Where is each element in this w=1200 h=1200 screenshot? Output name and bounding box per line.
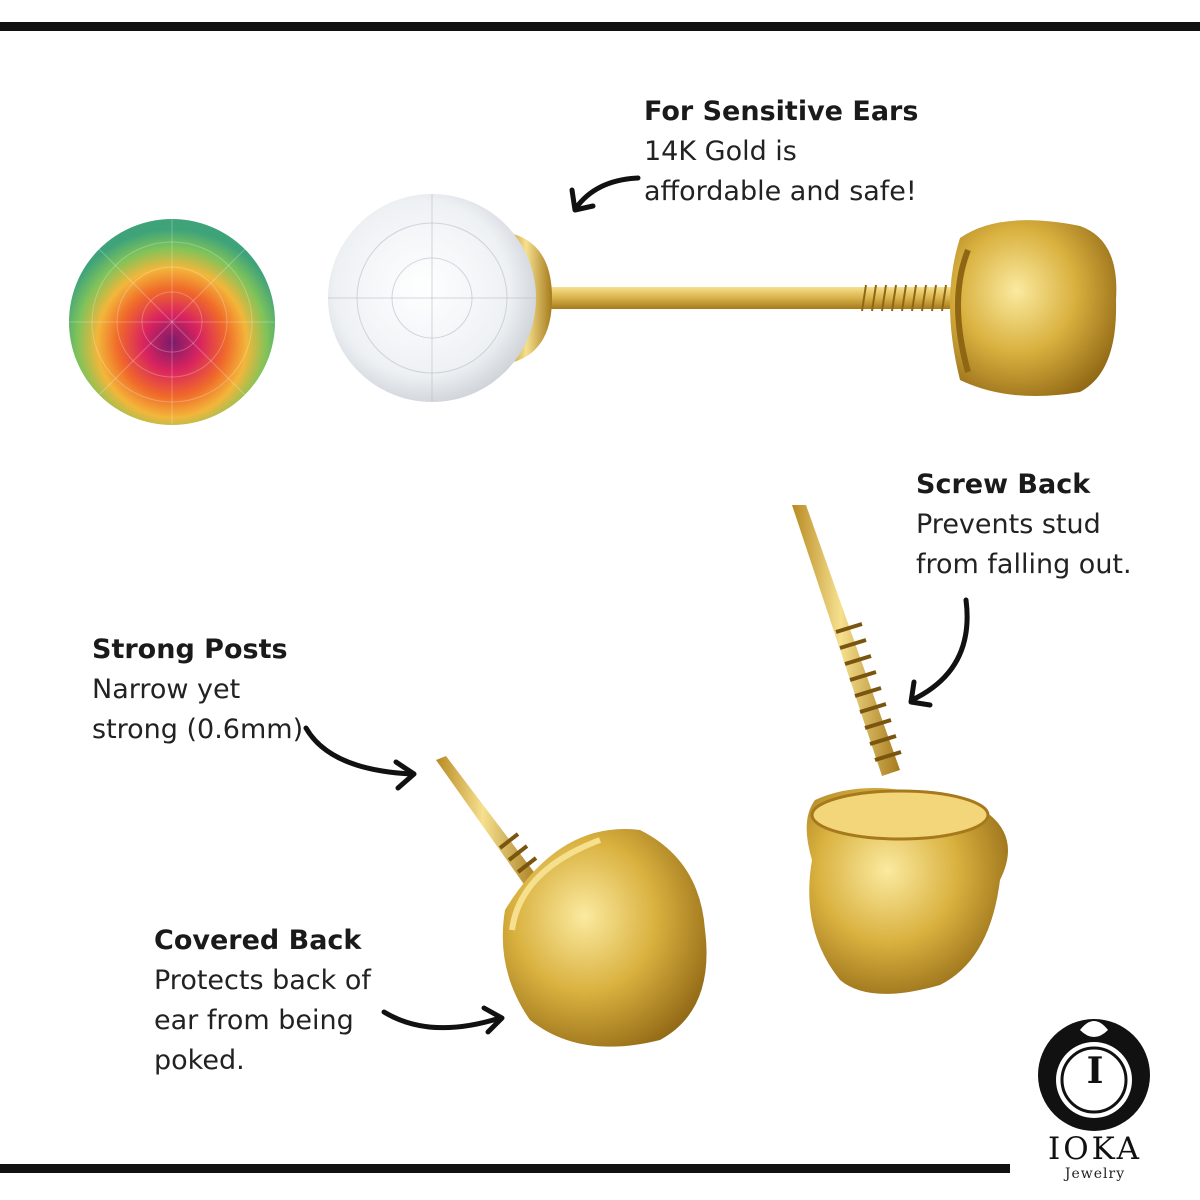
curved-arrow-icon	[569, 175, 641, 213]
screw-post-closeup	[792, 505, 1008, 994]
logo-name: IOKA	[1048, 1131, 1142, 1167]
callout-title: Covered Back	[154, 925, 362, 956]
callout-description: Narrow yet strong (0.6mm)	[92, 674, 304, 745]
curved-arrow-icon	[381, 1005, 505, 1035]
bottom-divider	[0, 1164, 1010, 1173]
callout-title: Screw Back	[916, 469, 1091, 500]
callout-title: For Sensitive Ears	[644, 96, 919, 127]
curved-arrow-icon	[303, 725, 417, 791]
covered-back-closeup	[436, 756, 707, 1047]
clear-crystal-stud	[328, 194, 1117, 402]
logo-initial: I	[1086, 1050, 1104, 1092]
callout-description: Protects back of ear from being poked.	[154, 965, 371, 1076]
callout-screw-back: Screw Back Prevents stud from falling ou…	[916, 465, 1132, 585]
callout-strong-posts: Strong Posts Narrow yet strong (0.6mm)	[92, 630, 303, 750]
ioka-crest-icon	[1038, 1019, 1150, 1131]
callout-description: 14K Gold is affordable and safe!	[644, 136, 917, 207]
logo-subtitle: Jewelry	[1064, 1166, 1126, 1182]
rainbow-crystal-icon	[69, 219, 275, 425]
callout-title: Strong Posts	[92, 634, 288, 665]
top-divider	[0, 22, 1200, 31]
callout-sensitive-ears: For Sensitive Ears 14K Gold is affordabl…	[644, 92, 918, 212]
ioka-logo: I IOKA Jewelry	[1034, 1016, 1156, 1182]
callout-description: Prevents stud from falling out.	[916, 509, 1132, 580]
callout-covered-back: Covered Back Protects back of ear from b…	[154, 921, 371, 1081]
curved-arrow-icon	[908, 597, 970, 708]
